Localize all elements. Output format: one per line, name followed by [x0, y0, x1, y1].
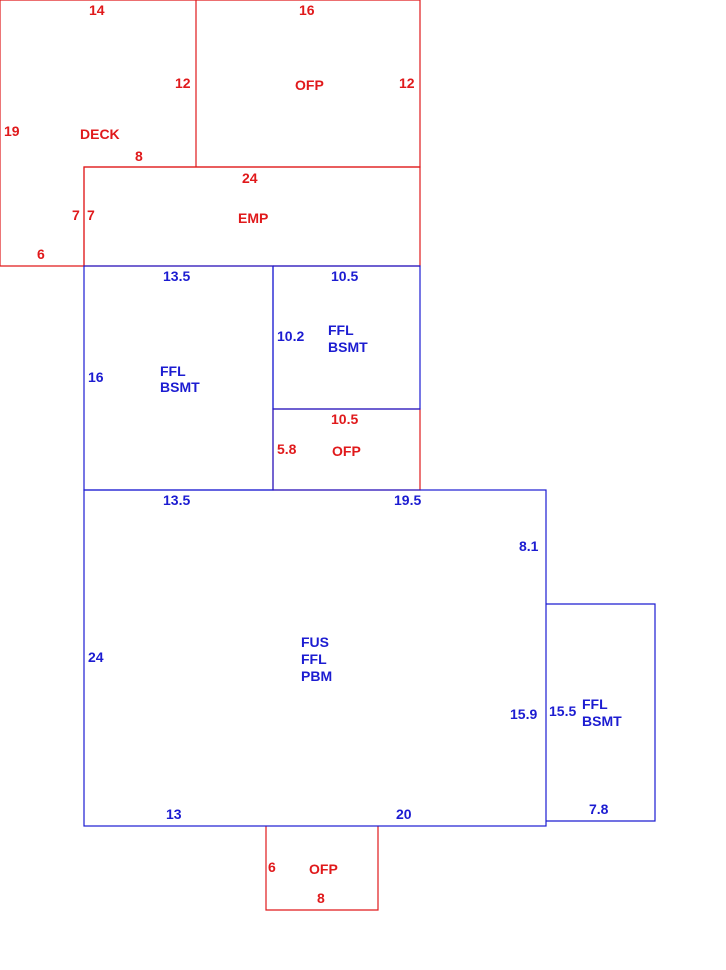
dim-bsmt-left-side: 16 — [88, 369, 104, 385]
dim-ofp-mid-top: 10.5 — [331, 411, 358, 427]
dim-ofp-bottom-bottom: 8 — [317, 890, 325, 906]
dim-main-right-lower: 15.9 — [510, 706, 537, 722]
main-label-line2: FFL — [301, 651, 327, 667]
ffl-bsmt-mid-label-line1: FFL — [328, 322, 354, 338]
deck-area: DECK — [0, 0, 197, 267]
ofp-mid-label: OFP — [332, 443, 361, 459]
dim-emp-top: 24 — [242, 170, 258, 186]
ffl-bsmt-left-label-line2: BSMT — [160, 379, 200, 395]
ffl-bsmt-mid-area: FFL BSMT — [272, 265, 421, 410]
ofp-top-label: OFP — [295, 77, 324, 93]
main-outline — [83, 489, 547, 827]
ffl-bsmt-mid-label-line2: BSMT — [328, 339, 368, 355]
dim-main-bottom-left: 13 — [166, 806, 182, 822]
ofp-bottom-label: OFP — [309, 861, 338, 877]
dim-ofp-bottom-side: 6 — [268, 859, 276, 875]
dim-deck-top: 14 — [89, 2, 105, 18]
dim-bsmt-mid-top: 10.5 — [331, 268, 358, 284]
dim-main-right-upper: 8.1 — [519, 538, 539, 554]
main-label-line3: PBM — [301, 668, 332, 684]
ofp-top-area: OFP — [196, 0, 421, 168]
ffl-bsmt-left-label-line1: FFL — [160, 363, 186, 379]
dim-bsmt-mid-side: 10.2 — [277, 328, 304, 344]
dim-main-top-right: 19.5 — [394, 492, 421, 508]
dim-bsmt-left-top: 13.5 — [163, 268, 190, 284]
dim-deck-inner-right: 12 — [175, 75, 191, 91]
main-label-line1: FUS — [301, 634, 329, 650]
ffl-bsmt-left-area: FFL BSMT — [83, 265, 274, 491]
dim-main-bottom-right: 20 — [396, 806, 412, 822]
ffl-bsmt-right-label-line1: FFL — [582, 696, 608, 712]
dim-bsmt-right-bottom: 7.8 — [589, 801, 609, 817]
ofp-bottom-outline — [265, 826, 379, 911]
dim-bsmt-right-side: 15.5 — [549, 703, 576, 719]
dim-ofp-top-top: 16 — [299, 2, 315, 18]
ffl-bsmt-right-outline — [546, 603, 656, 822]
dim-ofp-top-right: 12 — [399, 75, 415, 91]
emp-label: EMP — [238, 210, 268, 226]
dim-deck-lower-right: 7 — [72, 207, 80, 223]
deck-label: DECK — [80, 126, 120, 142]
dim-ofp-mid-side: 5.8 — [277, 441, 297, 457]
dim-deck-bottom: 6 — [37, 246, 45, 262]
dim-deck-left: 19 — [4, 123, 20, 139]
dim-deck-inner-bottom: 8 — [135, 148, 143, 164]
dim-emp-left: 7 — [87, 207, 95, 223]
main-area: FUS FFL PBM — [83, 489, 547, 827]
ffl-bsmt-mid-outline — [272, 265, 421, 410]
dim-main-left: 24 — [88, 649, 104, 665]
ffl-bsmt-right-area: FFL BSMT — [546, 603, 656, 822]
ofp-bottom-area: OFP — [265, 826, 379, 911]
ffl-bsmt-right-label-line2: BSMT — [582, 713, 622, 729]
dim-main-top-left: 13.5 — [163, 492, 190, 508]
